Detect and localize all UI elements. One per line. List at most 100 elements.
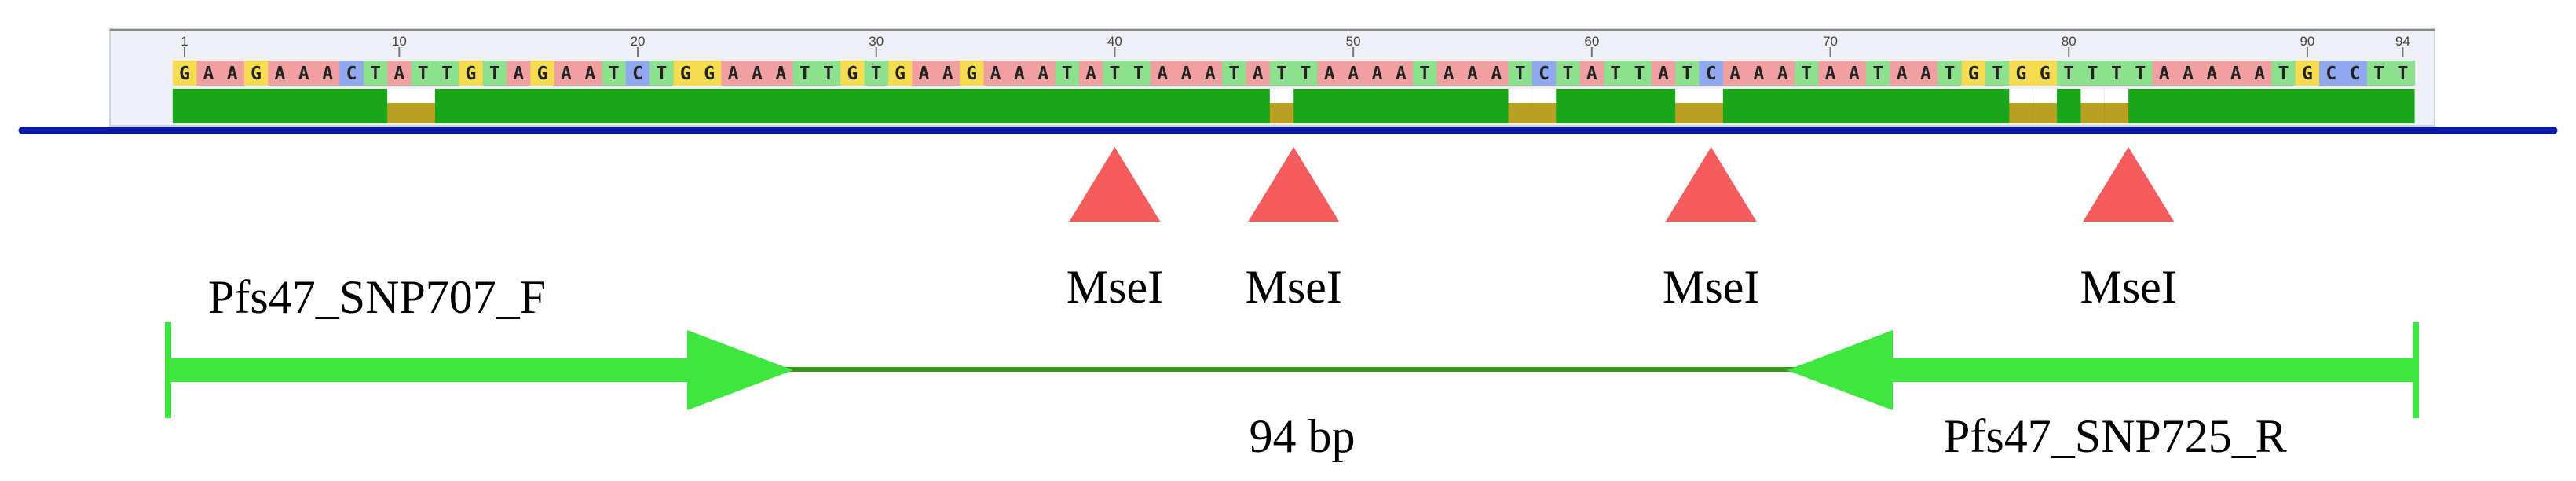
base-cell	[1961, 61, 1986, 86]
base-letter: A	[1658, 64, 1669, 84]
amplicon-size-label: 94 bp	[1250, 410, 1356, 462]
base-cell	[2033, 61, 2058, 86]
base-letter: T	[1944, 64, 1955, 84]
base-cell	[291, 61, 317, 86]
restriction-site-marker	[2083, 147, 2175, 222]
base-letter: C	[1706, 64, 1717, 84]
reverse-primer-arrow	[1787, 322, 2419, 418]
base-letter: T	[2278, 64, 2289, 84]
coverage-gap	[1675, 89, 1700, 103]
base-cell	[482, 61, 507, 86]
base-letter: G	[966, 64, 977, 84]
base-letter: A	[1753, 64, 1764, 84]
base-letter: A	[2183, 64, 2194, 84]
base-letter: T	[489, 64, 500, 84]
restriction-site-label: MseI	[2080, 261, 2176, 313]
base-cell	[935, 61, 961, 86]
ruler-tick-label: 50	[1346, 34, 1361, 49]
base-cell	[2200, 61, 2225, 86]
ruler-tick-label: 20	[631, 34, 646, 49]
ruler-tick-label: 90	[2300, 34, 2314, 49]
base-letter: A	[2254, 64, 2265, 84]
base-letter: A	[1372, 64, 1383, 84]
base-cell	[1198, 61, 1223, 86]
base-letter: G	[251, 64, 262, 84]
base-letter: A	[1586, 64, 1597, 84]
base-cell	[2057, 61, 2081, 86]
base-letter: T	[1276, 64, 1287, 84]
base-cell	[1078, 61, 1103, 86]
base-letter: G	[2040, 64, 2051, 84]
base-letter: T	[1133, 64, 1144, 84]
base-letter: A	[919, 64, 930, 84]
base-cell	[2248, 61, 2272, 86]
base-cell	[721, 61, 746, 86]
base-letter: A	[1181, 64, 1192, 84]
base-letter: T	[1062, 64, 1073, 84]
base-letter: A	[1348, 64, 1359, 84]
base-letter: T	[1681, 64, 1692, 84]
base-cell	[2343, 61, 2368, 86]
base-letter: G	[466, 64, 477, 84]
base-letter: A	[752, 64, 763, 84]
base-letter: A	[227, 64, 238, 84]
base-cell	[220, 61, 245, 86]
base-letter: A	[1324, 64, 1335, 84]
base-letter: A	[1205, 64, 1216, 84]
coverage-fill	[172, 89, 2415, 123]
coverage-gap	[2033, 89, 2058, 103]
base-cell	[1389, 61, 1414, 86]
base-letter: A	[1491, 64, 1502, 84]
base-cell	[2128, 61, 2153, 86]
base-cell	[2319, 61, 2344, 86]
base-letter: A	[561, 64, 572, 84]
base-cell	[673, 61, 698, 86]
base-cell	[196, 61, 221, 86]
base-letter: G	[704, 64, 715, 84]
base-cell	[816, 61, 841, 86]
base-letter: A	[393, 64, 404, 84]
base-cell	[243, 61, 269, 86]
base-letter: A	[1444, 64, 1454, 84]
ruler-tick-label: 30	[869, 34, 884, 49]
restriction-site-marker	[1069, 147, 1161, 222]
base-letter: T	[1563, 64, 1574, 84]
base-letter: G	[847, 64, 858, 84]
base-letter: A	[322, 64, 333, 84]
base-letter: T	[1228, 64, 1239, 84]
base-cell	[1293, 61, 1319, 86]
coverage-gap-marker	[2080, 103, 2105, 123]
restriction-site-label: MseI	[1246, 261, 1342, 313]
coverage-gap-marker	[1675, 103, 1700, 123]
base-cell	[1651, 61, 1676, 86]
base-letter: T	[441, 64, 452, 84]
base-letter: T	[1801, 64, 1812, 84]
base-letter: C	[2325, 64, 2336, 84]
coverage-gap-marker	[2033, 103, 2058, 123]
base-cell	[363, 61, 388, 86]
coverage-gap	[1269, 89, 1294, 103]
base-cell	[1007, 61, 1032, 86]
base-cell	[1126, 61, 1151, 86]
base-cell	[554, 61, 579, 86]
base-cell	[1365, 61, 1390, 86]
base-cell	[1722, 61, 1747, 86]
base-letter: G	[2016, 64, 2027, 84]
coverage-gap	[1699, 89, 1723, 103]
base-letter: T	[656, 64, 667, 84]
base-letter: A	[298, 64, 309, 84]
ruler-tick-label: 60	[1584, 34, 1599, 49]
base-letter: A	[1253, 64, 1264, 84]
base-cell	[1174, 61, 1199, 86]
base-cell	[387, 61, 412, 86]
base-letter: A	[1729, 64, 1740, 84]
base-cell	[983, 61, 1008, 86]
base-letter: A	[1157, 64, 1168, 84]
ruler-tick-label: 70	[1823, 34, 1838, 49]
base-cell	[1604, 61, 1628, 86]
base-letter: G	[2302, 64, 2313, 84]
base-cell	[1508, 61, 1533, 86]
base-cell	[1842, 61, 1867, 86]
base-cell	[459, 61, 484, 86]
coverage-gap-marker	[1699, 103, 1723, 123]
